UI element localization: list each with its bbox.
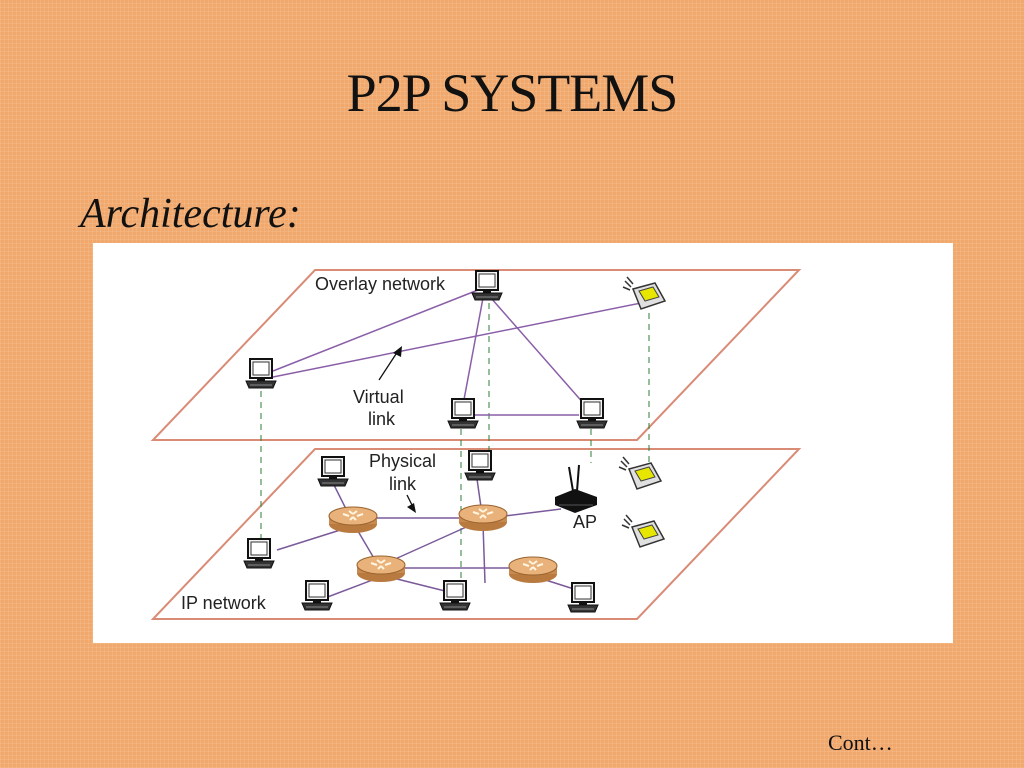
physical-link-label-1: Physical	[369, 451, 436, 471]
virtual-link-label-2: link	[368, 409, 396, 429]
slide-title: P2P SYSTEMS	[346, 63, 679, 123]
overlay-plane	[150, 269, 802, 441]
continued-label: Cont…	[828, 730, 893, 755]
physical-link-arrow	[406, 494, 416, 513]
router-4	[508, 556, 558, 584]
router-3	[356, 555, 406, 583]
virtual-link-label-1: Virtual	[353, 387, 404, 407]
router-2	[458, 504, 508, 532]
ip-pda-2	[621, 514, 665, 548]
overlay-computer-mid	[447, 398, 479, 429]
architecture-diagram: Overlay network Virtual link Physical li…	[93, 243, 953, 643]
virtual-links	[272, 287, 642, 416]
overlay-computer-left	[245, 358, 277, 389]
physical-link-label-2: link	[389, 474, 417, 494]
ip-network-label: IP network	[181, 593, 267, 613]
ip-computer-4	[301, 580, 333, 611]
ap-label: AP	[573, 512, 597, 532]
overlay-network-label: Overlay network	[315, 274, 446, 294]
overlay-computer-top	[471, 270, 503, 301]
ip-computer-6	[567, 582, 599, 613]
access-point-icon	[555, 464, 597, 513]
overlay-computer-right	[576, 398, 608, 429]
ip-computer-5	[439, 580, 471, 611]
ip-computer-2	[464, 450, 496, 481]
ip-plane	[150, 448, 802, 620]
ip-computer-3	[243, 538, 275, 569]
overlay-pda	[622, 276, 666, 310]
ip-pda-1	[618, 456, 662, 490]
virtual-link-arrow	[378, 346, 402, 381]
router-1	[328, 506, 378, 534]
slide-subtitle: Architecture:	[80, 191, 301, 237]
mapping-dashes	[260, 303, 650, 581]
diagram-svg: Overlay network Virtual link Physical li…	[150, 269, 802, 620]
ip-computer-1	[317, 456, 349, 487]
